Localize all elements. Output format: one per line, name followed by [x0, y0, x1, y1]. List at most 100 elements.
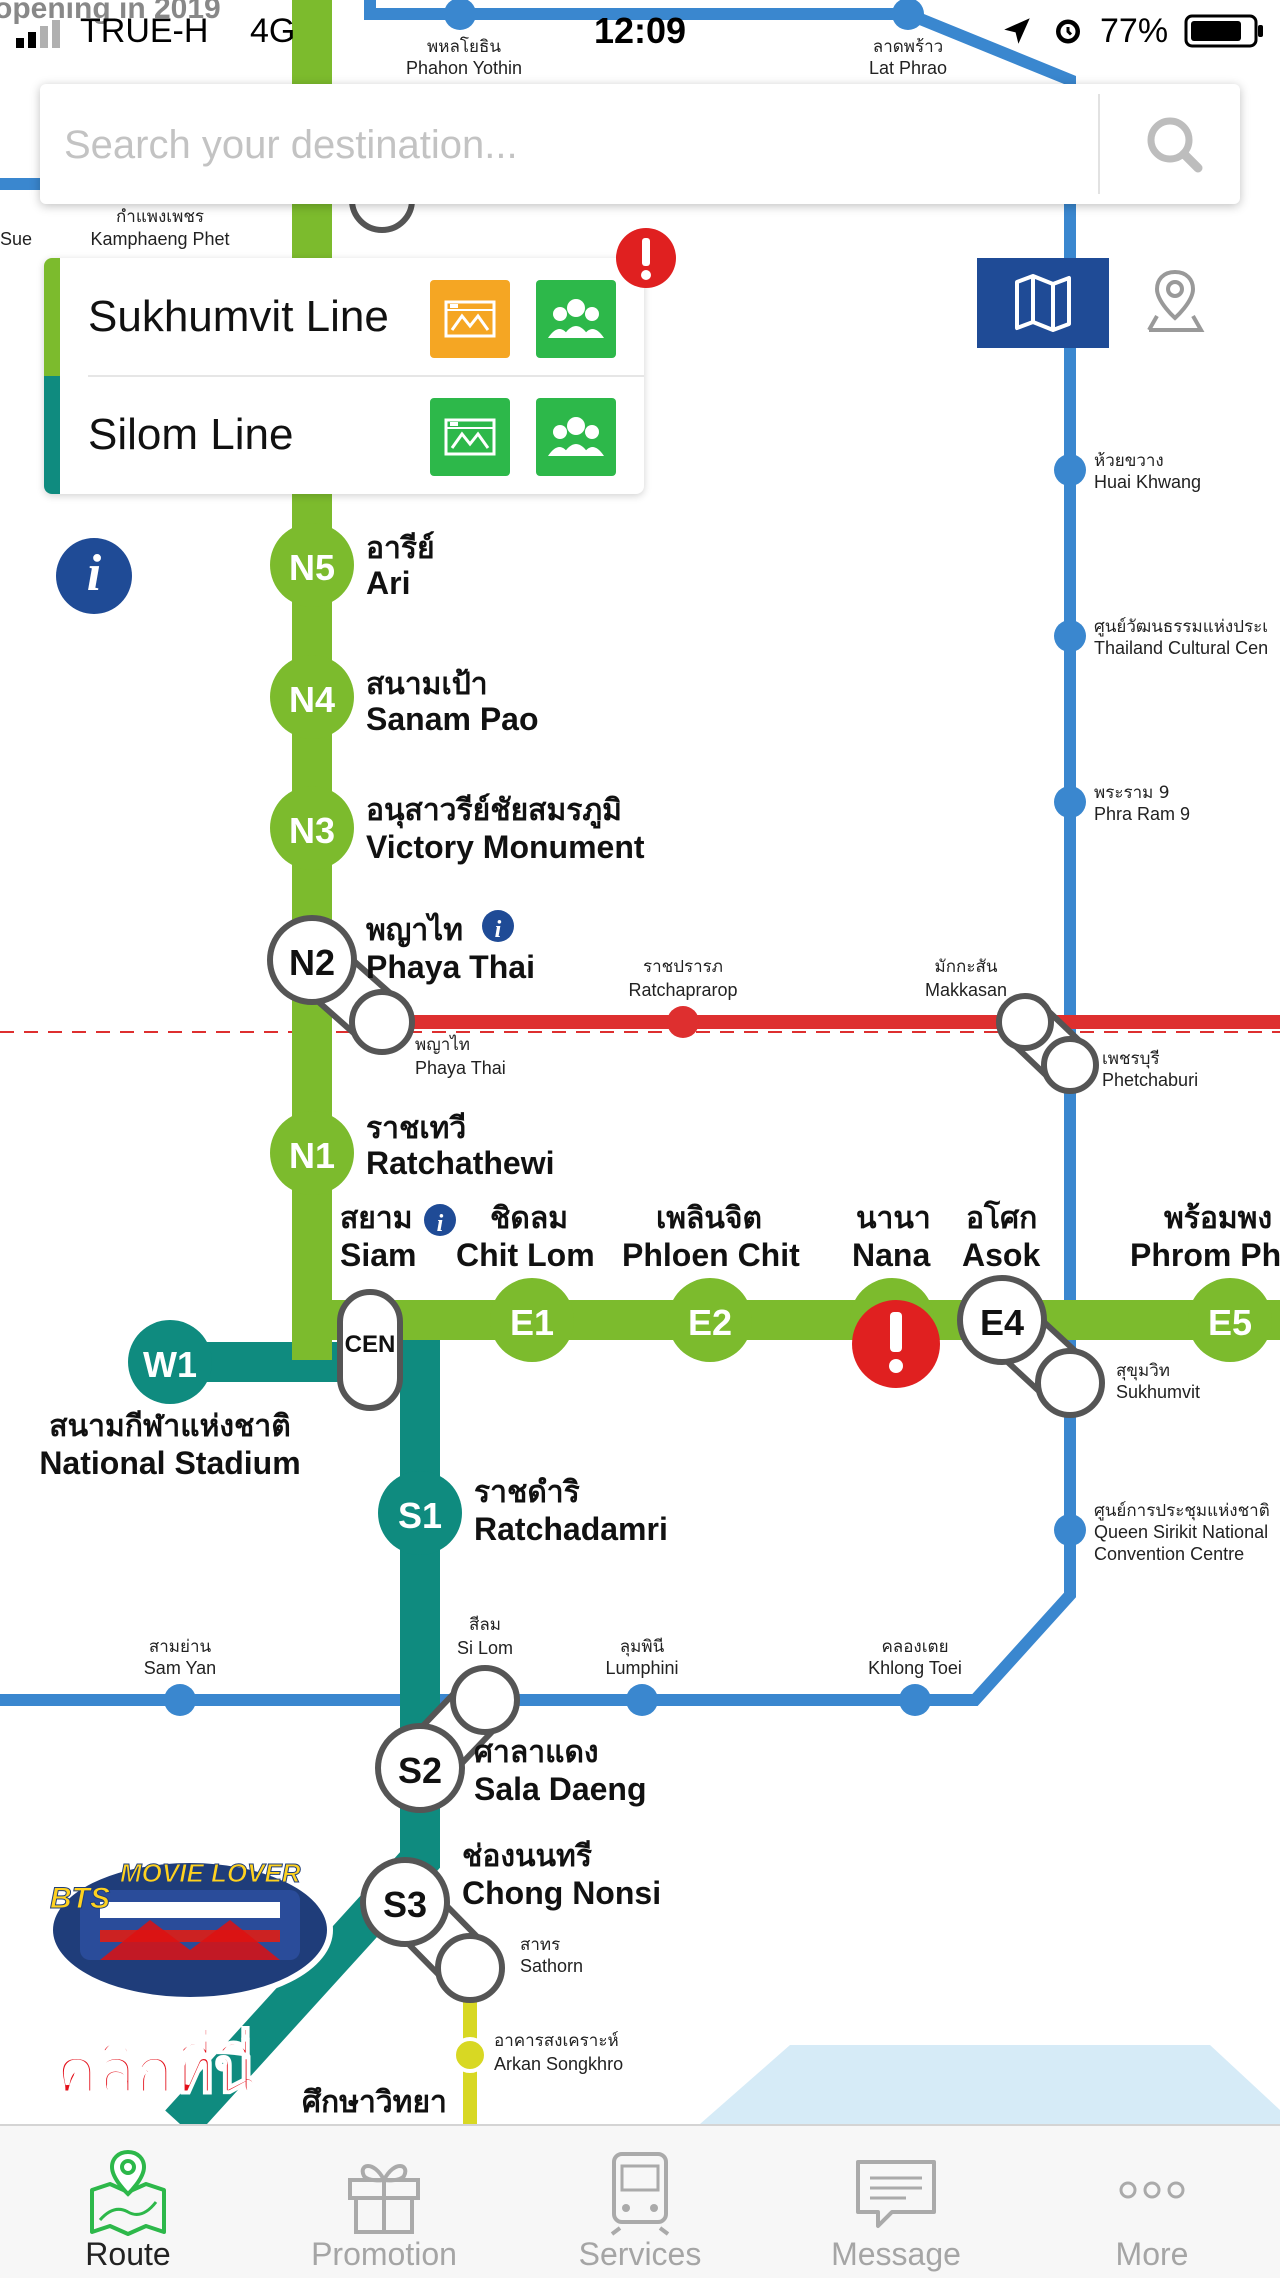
crowd-status-button[interactable] — [536, 398, 616, 476]
location-pin-icon — [1147, 269, 1205, 332]
tab-promotion[interactable]: Promotion — [256, 2126, 512, 2278]
svg-text:Lumphini: Lumphini — [605, 1658, 678, 1678]
svg-text:อาคารสงเคราะห์: อาคารสงเคราะห์ — [494, 2031, 619, 2051]
svg-text:สยาม: สยาม — [340, 1201, 413, 1236]
svg-text:Asok: Asok — [962, 1237, 1040, 1273]
ratchaprarop-dot — [667, 1006, 699, 1038]
svg-text:มักกะสัน: มักกะสัน — [935, 957, 998, 977]
silom-stations: W1 S1 — [128, 1320, 462, 1555]
search-button[interactable] — [1130, 104, 1220, 184]
line-label: Sukhumvit Line — [88, 292, 389, 341]
station-labels: อารีย์ Ari สนามเป้า Sanam Pao อนุสาวรีย์… — [39, 531, 1280, 2120]
line-color-bar — [44, 376, 60, 494]
svg-text:S3: S3 — [383, 1884, 427, 1925]
svg-text:ลุมพินี: ลุมพินี — [620, 1637, 665, 1657]
svg-text:Huai Khwang: Huai Khwang — [1094, 472, 1201, 492]
svg-text:ศึกษาวิทยา: ศึกษาวิทยา — [302, 2085, 447, 2120]
svg-text:Phra Ram 9: Phra Ram 9 — [1094, 804, 1190, 824]
tab-services[interactable]: Services — [512, 2126, 768, 2278]
search-divider — [1098, 94, 1100, 194]
more-dots-icon — [1119, 2181, 1185, 2199]
svg-text:สาทร: สาทร — [520, 1935, 560, 1955]
svg-text:Phahon Yothin: Phahon Yothin — [406, 58, 522, 78]
alert-icon[interactable] — [614, 226, 678, 290]
svg-text:Chit Lom: Chit Lom — [456, 1237, 595, 1273]
svg-text:สามย่าน: สามย่าน — [149, 1637, 212, 1657]
svg-text:ชิดลม: ชิดลม — [490, 1201, 568, 1236]
map-icon — [1015, 274, 1071, 332]
svg-text:Thailand Cultural Cen: Thailand Cultural Cen — [1094, 638, 1268, 658]
opening-overlay-text: opening in 2019 — [0, 0, 221, 25]
route-map-icon — [90, 2149, 166, 2236]
small-station-labels: พหลโยธิน Phahon Yothin ลาดพร้าว Lat Phra… — [0, 36, 1270, 2074]
row-divider — [88, 375, 644, 377]
line-row-silom[interactable]: Silom Line — [44, 376, 644, 494]
carrier-name: TRUE-H — [80, 12, 209, 50]
svg-text:Nana: Nana — [852, 1237, 930, 1273]
svg-text:E2: E2 — [688, 1302, 732, 1343]
svg-text:Phaya Thai: Phaya Thai — [366, 949, 535, 985]
line-color-bar — [44, 258, 60, 376]
mrt-blue-line — [0, 0, 1076, 1706]
svg-text:Convention Centre: Convention Centre — [1094, 1544, 1244, 1564]
tab-label: Services — [578, 2236, 702, 2272]
svg-text:i: i — [495, 917, 502, 943]
train-schedule-button[interactable] — [430, 280, 510, 358]
svg-text:เพชรบุรี: เพชรบุรี — [1102, 1049, 1160, 1069]
svg-text:Victory Monument: Victory Monument — [366, 829, 645, 865]
train-schedule-button[interactable] — [430, 398, 510, 476]
crowd-icon — [548, 299, 604, 338]
info-button[interactable]: i — [56, 538, 132, 614]
promo-banner[interactable]: MOVIE LOVER BTS คลิกที่นี่ — [40, 1830, 340, 2110]
svg-text:Ari: Ari — [366, 565, 410, 601]
train-schedule-icon — [444, 418, 496, 456]
svg-text:N4: N4 — [289, 679, 335, 720]
svg-text:ศาลาแดง: ศาลาแดง — [474, 1735, 599, 1770]
location-arrow-icon — [1004, 18, 1030, 44]
svg-text:Lat Phrao: Lat Phrao — [869, 58, 947, 78]
svg-text:i: i — [437, 1211, 444, 1237]
svg-text:ห้วยขวาง: ห้วยขวาง — [1094, 451, 1164, 471]
search-input[interactable] — [62, 104, 1126, 186]
svg-text:ราชปรารภ: ราชปรารภ — [643, 957, 723, 977]
svg-text:Khlong Toei: Khlong Toei — [868, 1658, 962, 1678]
svg-text:อโศก: อโศก — [966, 1199, 1037, 1236]
svg-text:Ratchaprarop: Ratchaprarop — [628, 980, 737, 1000]
svg-text:เพลินจิต: เพลินจิต — [656, 1201, 762, 1236]
line-row-sukhumvit[interactable]: Sukhumvit Line — [44, 258, 644, 377]
tab-bar: Route Promotion Services Message — [0, 2124, 1280, 2278]
svg-text:N3: N3 — [289, 810, 335, 851]
map-view-button[interactable] — [977, 258, 1109, 348]
nana-alert-icon — [852, 1300, 940, 1388]
message-icon — [856, 2160, 936, 2228]
tab-route[interactable]: Route — [0, 2126, 256, 2278]
svg-text:Phaya Thai: Phaya Thai — [415, 1058, 506, 1078]
svg-text:Ratchadamri: Ratchadamri — [474, 1511, 668, 1547]
svg-text:Arkan Songkhro: Arkan Songkhro — [494, 2054, 623, 2074]
svg-text:ศูนย์การประชุมแห่งชาติ: ศูนย์การประชุมแห่งชาติ — [1094, 1501, 1270, 1521]
svg-text:คลองเตย: คลองเตย — [881, 1637, 948, 1657]
svg-text:กำแพงเพชร: กำแพงเพชร — [116, 207, 204, 227]
search-icon — [1147, 117, 1203, 173]
network-type: 4G — [250, 12, 296, 50]
svg-text:Sanam Pao: Sanam Pao — [366, 701, 539, 737]
svg-text:พระราม 9: พระราม 9 — [1094, 783, 1170, 803]
svg-text:สุขุมวิท: สุขุมวิท — [1116, 1361, 1170, 1381]
svg-text:สนามเป้า: สนามเป้า — [366, 667, 488, 702]
tab-more[interactable]: More — [1024, 2126, 1280, 2278]
svg-text:ช่องนนทรี: ช่องนนทรี — [462, 1839, 592, 1874]
svg-text:S1: S1 — [398, 1495, 442, 1536]
svg-text:S2: S2 — [398, 1750, 442, 1791]
tab-message[interactable]: Message — [768, 2126, 1024, 2278]
svg-text:Phrom Ph: Phrom Ph — [1130, 1237, 1280, 1273]
crowd-status-button[interactable] — [536, 280, 616, 358]
interchange-stations — [267, 167, 1105, 2003]
svg-text:Queen Sirikit National: Queen Sirikit National — [1094, 1522, 1268, 1542]
signal-icon — [16, 20, 60, 48]
svg-text:อารีย์: อารีย์ — [366, 531, 435, 566]
info-icon: i — [86, 545, 102, 602]
svg-text:สีลม: สีลม — [469, 1615, 501, 1635]
location-view-button[interactable] — [1135, 258, 1215, 348]
svg-text:พร้อมพง: พร้อมพง — [1164, 1201, 1272, 1236]
train-schedule-icon — [444, 300, 496, 338]
